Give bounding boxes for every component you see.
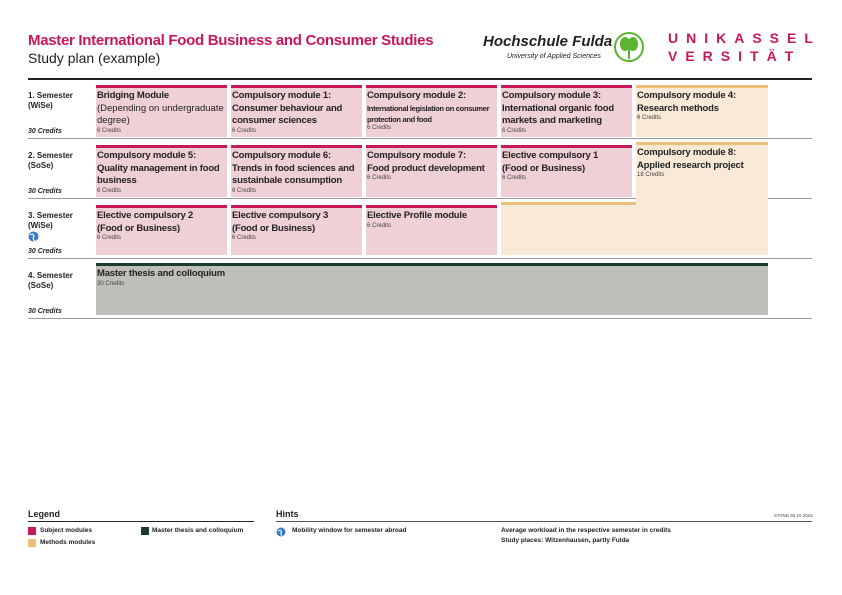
module-bridging[interactable]: Bridging Module(Depending on undergradua… [96,85,227,137]
methods-swatch [28,539,36,547]
semester-2-credits: 30 Credits [28,188,62,195]
semester-1-credits: 30 Credits [28,128,62,135]
hint-workload: Average workload in the respective semes… [501,527,671,534]
module-compulsory-3[interactable]: Compulsory module 3:International organi… [501,85,632,137]
legend-title: Legend [28,509,61,519]
legend-subject: Subject modules [40,527,93,534]
semester-4-credits: 30 Credits [28,308,62,315]
semester-3-credits: 30 Credits [28,248,62,255]
semester-3-label: 3. Semester(WiSe) [28,211,73,230]
logo-fulda: Hochschule Fulda [483,33,613,50]
globe-icon [276,527,286,537]
legend-thesis: Master thesis and colloquium [152,527,244,534]
semester-1-label: 1. Semester(WiSe) [28,91,73,110]
row-divider [28,138,812,139]
semester-4-label: 4. Semester(SoSe) [28,271,73,290]
semester-2-label: 2. Semester(SoSe) [28,151,73,170]
row-divider [28,258,812,259]
module-compulsory-1[interactable]: Compulsory module 1:Consumer behaviour a… [231,85,362,137]
legend-rule [28,521,254,522]
module-8-bar [501,202,637,205]
globe-icon [28,231,39,242]
header-rule [28,78,812,80]
subject-swatch [28,527,36,535]
stand-date: STAND 30.10.2024 [774,513,813,518]
leaf-logo-icon [614,32,644,62]
module-elective-3[interactable]: Elective compulsory 3(Food or Business)6… [231,205,362,255]
row-divider [28,318,812,319]
thesis-swatch [141,527,149,535]
hints-rule [276,521,812,522]
hints-title: Hints [276,509,299,519]
module-elective-2[interactable]: Elective compulsory 2(Food or Business)6… [96,205,227,255]
module-compulsory-6[interactable]: Compulsory module 6:Trends in food scien… [231,145,362,197]
page-title: Master International Food Business and C… [28,32,434,49]
logo-fulda-subtitle: University of Applied Sciences [507,53,601,60]
page-subtitle: Study plan (example) [28,50,161,66]
module-elective-1[interactable]: Elective compulsory 1(Food or Business)6… [501,145,632,197]
module-compulsory-5[interactable]: Compulsory module 5:Quality management i… [96,145,227,197]
module-compulsory-2[interactable]: Compulsory module 2:International legisl… [366,85,497,137]
hint-places: Study places: Witzenhausen, partly Fulda [501,537,630,544]
module-compulsory-8[interactable]: Compulsory module 8:Applied research pro… [636,142,768,255]
module-compulsory-7[interactable]: Compulsory module 7:Food product develop… [366,145,497,197]
hint-mobility: Mobility window for semester abroad [292,527,407,534]
legend-methods: Methods modules [40,539,96,546]
row-divider [28,198,812,199]
